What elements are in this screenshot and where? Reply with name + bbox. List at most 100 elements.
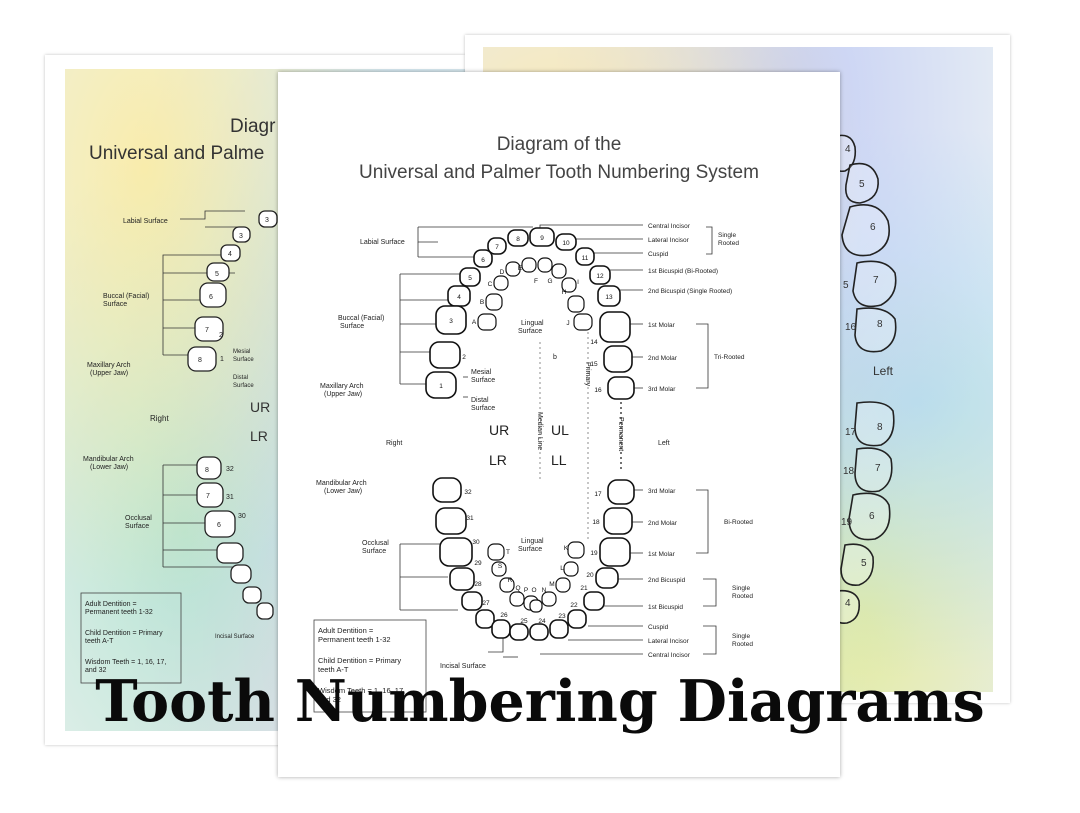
left-distal-1: Distal <box>233 375 248 381</box>
tooth-number: 21 <box>580 585 588 592</box>
tooth-number: 31 <box>466 515 474 522</box>
primary-letter: F <box>534 278 538 285</box>
maxillary-label-1: Maxillary Arch <box>320 383 364 390</box>
left-buccal-label-2: Surface <box>103 301 127 308</box>
banner-title: Tooth Numbering Diagrams <box>95 668 985 735</box>
second-bicuspid-lower: 2nd Bicuspid <box>648 577 686 584</box>
primary-letter: B <box>480 299 484 306</box>
right-num: 6 <box>869 511 875 522</box>
left-right-label: Right <box>150 414 169 423</box>
tooth-number: 11 <box>582 255 589 262</box>
cuspid-lower: Cuspid <box>648 624 669 631</box>
single-rooted-lower-a-1: Single <box>732 585 750 592</box>
svg-text:6: 6 <box>217 522 221 529</box>
distal-label-1: Distal <box>471 397 489 404</box>
primary-letter: H <box>562 289 567 296</box>
lingual-lower-1: Lingual <box>521 538 544 545</box>
left-legend-line: and 32 <box>85 667 107 674</box>
third-molar-upper: 3rd Molar <box>648 386 676 393</box>
left-sheet-diagram: Diagr Universal and Palme Labial Surface… <box>80 116 278 684</box>
svg-text:30: 30 <box>238 513 246 520</box>
legend-box <box>313 619 427 713</box>
tooth-number: 10 <box>562 240 570 247</box>
left-legend-box <box>80 592 182 684</box>
svg-text:3: 3 <box>239 233 243 240</box>
primary-letter: R <box>508 577 513 584</box>
left-buccal-label-1: Buccal (Facial) <box>103 293 149 300</box>
legend-line: Child Dentition = Primary <box>318 656 401 665</box>
bi-rooted-label: Bi-Rooted <box>724 519 753 526</box>
tooth-number: 13 <box>605 294 613 301</box>
primary-label: Primary <box>584 362 591 387</box>
quadrant-ul: UL <box>551 422 569 438</box>
lingual-upper-1: Lingual <box>521 320 544 327</box>
tooth-number: 17 <box>594 491 602 498</box>
tri-rooted-label: Tri-Rooted <box>714 354 745 361</box>
second-molar-upper: 2nd Molar <box>648 355 678 362</box>
upper-permanent-teeth <box>425 227 635 400</box>
left-maxillary-label-1: Maxillary Arch <box>87 362 131 369</box>
tooth-number: 12 <box>596 273 604 280</box>
primary-letter: E <box>518 265 523 272</box>
primary-letter: P <box>524 587 528 594</box>
median-line-label: Median Line <box>536 412 543 450</box>
primary-letter: D <box>500 269 505 276</box>
central-incisor-lower: Central Incisor <box>648 652 691 659</box>
right-num: 7 <box>873 275 879 286</box>
left-mesial-1: Mesial <box>233 349 250 355</box>
left-maxillary-label-2: (Upper Jaw) <box>90 370 128 377</box>
left-mandibular-2: (Lower Jaw) <box>90 464 128 471</box>
tooth-number: 19 <box>590 550 598 557</box>
tooth-number: 6 <box>481 257 485 264</box>
svg-text:7: 7 <box>205 327 209 334</box>
left-side-label: Left <box>658 440 670 447</box>
occlusal-label-2: Surface <box>362 548 386 555</box>
svg-text:8: 8 <box>205 467 209 474</box>
tooth-number: 23 <box>558 613 566 620</box>
primary-letter: L <box>560 565 564 572</box>
left-legend-line: Adult Dentition = <box>85 601 137 608</box>
first-molar-upper: 1st Molar <box>648 322 676 329</box>
tooth-number: 26 <box>500 612 508 619</box>
cuspid-upper: Cuspid <box>648 251 669 258</box>
tooth-number: 15 <box>590 361 598 368</box>
single-rooted-upper-2: Rooted <box>718 240 739 247</box>
legend-line: Adult Dentition = <box>318 626 374 635</box>
right-left-label: Left <box>873 364 894 378</box>
diagram-title-line2: Universal and Palmer Tooth Numbering Sys… <box>359 162 759 183</box>
lingual-lower-2: Surface <box>518 546 542 553</box>
right-num: 5 <box>859 179 865 190</box>
right-num: 8 <box>877 319 883 330</box>
lateral-incisor-lower: Lateral Incisor <box>648 638 690 645</box>
primary-letter: J <box>566 320 569 327</box>
svg-text:6: 6 <box>209 294 213 301</box>
second-bicuspid-upper: 2nd Bicuspid (Single Rooted) <box>648 288 732 295</box>
b-label: b <box>553 354 557 361</box>
primary-letter: I <box>577 279 579 286</box>
upper-primary-teeth <box>477 257 593 331</box>
svg-text:1: 1 <box>220 356 224 363</box>
legend-line: Wisdom Teeth = 1, 16, 17, <box>318 686 405 695</box>
tooth-number: 2 <box>462 354 466 361</box>
left-ur: UR <box>250 399 270 415</box>
tooth-number: 14 <box>590 339 598 346</box>
quadrant-ll: LL <box>551 452 567 468</box>
legend-line: teeth A-T <box>318 665 349 674</box>
right-num: 19 <box>841 517 853 528</box>
first-bicuspid-upper: 1st Bicuspid (Bi-Rooted) <box>648 268 718 275</box>
lingual-upper-2: Surface <box>518 328 542 335</box>
occlusal-label-1: Occlusal <box>362 540 389 547</box>
main-sheet: Diagram of the Universal and Palmer Toot… <box>278 72 840 777</box>
lateral-incisor-upper: Lateral Incisor <box>648 237 690 244</box>
right-num: 18 <box>843 466 855 477</box>
tooth-number: 4 <box>457 294 461 301</box>
incisal-surface-label: Incisal Surface <box>440 663 486 670</box>
tooth-number: 8 <box>516 236 520 243</box>
svg-text:5: 5 <box>215 271 219 278</box>
central-incisor-upper: Central Incisor <box>648 223 691 230</box>
mesial-label-2: Surface <box>471 377 495 384</box>
quadrant-lr: LR <box>489 452 507 468</box>
primary-letter: S <box>498 563 503 570</box>
primary-letter: K <box>564 545 569 552</box>
left-legend-line: Child Dentition = Primary <box>85 630 163 637</box>
